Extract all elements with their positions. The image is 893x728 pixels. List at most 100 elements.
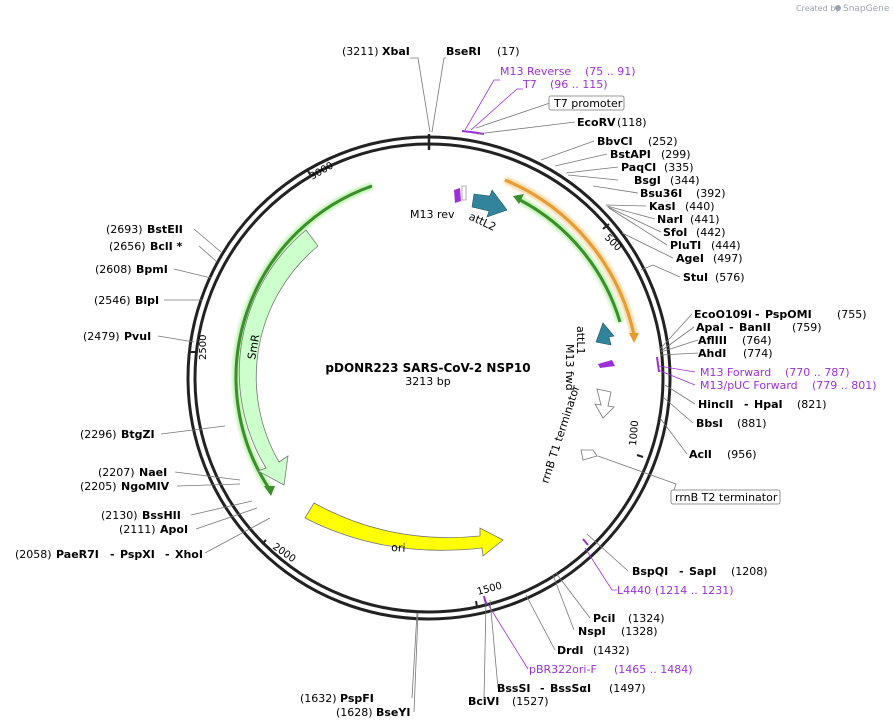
enzyme-ecoo109i[interactable]: EcoO109I xyxy=(694,308,752,321)
primer-t7[interactable]: T7 xyxy=(522,78,537,91)
orange-feature-arc xyxy=(504,178,636,336)
enzyme-bseyi[interactable]: BseYI xyxy=(376,706,410,719)
snapgene-logo-text: SnapGene xyxy=(843,4,890,14)
rrnbt2-arrow[interactable] xyxy=(580,449,598,461)
primer-pbr322[interactable]: pBR322ori-F xyxy=(529,663,597,676)
enzyme-agei-pos: (497) xyxy=(713,252,743,265)
attl2-arrow[interactable] xyxy=(471,189,508,218)
green-left-arrowhead xyxy=(264,486,275,496)
tick-500: 500 xyxy=(602,232,623,253)
enzyme-acli[interactable]: AclI xyxy=(689,448,712,461)
enzyme-bsssi-pos: (1497) xyxy=(609,682,646,695)
enzyme-blpi[interactable]: BlpI xyxy=(135,294,159,307)
enzyme-kasi[interactable]: KasI xyxy=(649,200,676,213)
enzyme-acli-pos: (956) xyxy=(727,448,757,461)
enzyme-pspfi[interactable]: PspFI xyxy=(340,692,374,705)
enzyme-nari[interactable]: NarI xyxy=(657,213,683,226)
enzyme-hincii-pos: (821) xyxy=(797,398,827,411)
enzyme-ecorv[interactable]: EcoRV xyxy=(577,116,616,129)
enzyme-bsssai[interactable]: BssSαI xyxy=(550,682,591,695)
rrnbt1-arrow[interactable] xyxy=(594,388,615,419)
primer-labels: M13 Reverse (75 .. 91) T7 (96 .. 115) M1… xyxy=(500,65,877,676)
primer-m13puc[interactable]: M13/pUC Forward xyxy=(700,379,798,392)
primer-m13rev[interactable]: M13 Reverse xyxy=(500,65,571,78)
green-right-arrowhead xyxy=(513,194,524,204)
enzyme-hincii[interactable]: HincII xyxy=(698,398,734,411)
enzyme-paer7i-pos: (2058) xyxy=(15,548,52,561)
enzyme-apoi[interactable]: ApoI xyxy=(160,523,188,536)
enzyme-drdi-pos: (1432) xyxy=(593,644,630,657)
enzyme-bstapi[interactable]: BstAPI xyxy=(610,148,651,161)
enzyme-ngomiv[interactable]: NgoMIV xyxy=(121,480,170,493)
enzyme-nspi-pos: (1328) xyxy=(621,625,658,638)
enzyme-pspomi[interactable]: PspOMI xyxy=(765,308,812,321)
primer-m13fwd[interactable]: M13 Forward xyxy=(700,366,771,379)
ori-arrow[interactable] xyxy=(304,502,504,557)
enzyme-aflii-pos: (764) xyxy=(742,334,772,347)
enzyme-bbsi-pos: (881) xyxy=(737,417,767,430)
enzyme-pvui-pos: (2479) xyxy=(83,330,120,343)
enzyme-agei[interactable]: AgeI xyxy=(676,252,704,265)
enzyme-xhoi[interactable]: XhoI xyxy=(175,548,203,561)
t7-promoter-label: T7 promoter xyxy=(553,97,623,110)
enzyme-sapi-sep: - xyxy=(679,565,684,578)
enzyme-bsteii[interactable]: BstEII xyxy=(147,223,183,236)
enzyme-bsgi[interactable]: BsgI xyxy=(634,174,661,187)
enzyme-nspi[interactable]: NspI xyxy=(578,625,606,638)
enzyme-bstapi-pos: (299) xyxy=(661,148,691,161)
enzyme-bcli[interactable]: BclI * xyxy=(150,240,183,253)
enzyme-paqci[interactable]: PaqCI xyxy=(621,161,656,174)
enzyme-drdi[interactable]: DrdI xyxy=(557,644,584,657)
boxed-feature-rrnbt2[interactable]: rrnB T2 terminator xyxy=(670,489,781,505)
enzyme-ahdi[interactable]: AhdI xyxy=(698,347,726,360)
enzyme-btgzi[interactable]: BtgZI xyxy=(121,428,155,441)
primer-m13puc-pos: (779 .. 801) xyxy=(812,379,877,392)
enzyme-hpai[interactable]: HpaI xyxy=(754,398,783,411)
enzyme-bbvci[interactable]: BbvCI xyxy=(597,135,633,148)
enzyme-pluti[interactable]: PluTI xyxy=(670,239,701,252)
enzyme-bsgi-pos: (344) xyxy=(670,174,700,187)
primer-t7-pos: (96 .. 115) xyxy=(550,78,608,91)
enzyme-bbsi[interactable]: BbsI xyxy=(696,417,723,430)
enzyme-bsssi[interactable]: BssSI xyxy=(497,682,531,695)
enzyme-sfoi[interactable]: SfoI xyxy=(663,226,687,239)
enzyme-pvui[interactable]: PvuI xyxy=(124,330,151,343)
enzyme-hpai-sep: - xyxy=(744,398,749,411)
enzyme-bsu36i[interactable]: Bsu36I xyxy=(640,187,682,200)
primer-m13rev-pos: (75 .. 91) xyxy=(585,65,636,78)
enzyme-xhoi-sep: - xyxy=(165,548,170,561)
enzyme-xbai[interactable]: XbaI xyxy=(382,45,410,58)
primer-l4440[interactable]: L4440 xyxy=(617,584,651,597)
primer-m13fwd-pos: (770 .. 787) xyxy=(785,366,850,379)
m13rev-feature[interactable] xyxy=(454,188,461,203)
enzyme-paer7i[interactable]: PaeR7I xyxy=(56,548,99,561)
enzyme-bsshii[interactable]: BssHII xyxy=(142,509,181,522)
enzyme-stui-pos: (576) xyxy=(715,271,745,284)
enzyme-nari-pos: (441) xyxy=(690,213,720,226)
rrnbt1-label: rrnB T1 terminator xyxy=(538,383,582,485)
smr-arrow[interactable] xyxy=(238,229,319,486)
enzyme-apai[interactable]: ApaI xyxy=(696,321,724,334)
enzyme-beseri[interactable]: BseRI xyxy=(446,45,481,58)
enzyme-ecorv-pos: (118) xyxy=(617,116,647,129)
m13fwd-label: M13 fwd xyxy=(563,344,576,391)
boxed-feature-t7prom[interactable]: T7 promoter xyxy=(548,95,625,111)
enzyme-bcivi[interactable]: BciVI xyxy=(468,695,499,708)
primer-pbr322-pos: (1465 .. 1484) xyxy=(614,663,693,676)
enzyme-bpmi[interactable]: BpmI xyxy=(136,263,168,276)
attl1-arrow[interactable] xyxy=(595,322,615,346)
m13fwd-feature[interactable] xyxy=(598,360,615,368)
enzyme-bspqi[interactable]: BspQI xyxy=(632,565,668,578)
primer-l4440-pos: (1214 .. 1231) xyxy=(655,584,734,597)
enzyme-sapi[interactable]: SapI xyxy=(689,565,716,578)
enzyme-kasi-pos: (440) xyxy=(685,200,715,213)
enzyme-aflii[interactable]: AflIII xyxy=(698,334,727,347)
enzyme-pspxi[interactable]: PspXI xyxy=(120,548,155,561)
enzyme-naei[interactable]: NaeI xyxy=(139,466,167,479)
enzyme-bbvci-pos: (252) xyxy=(648,135,678,148)
enzyme-pcii-pos: (1324) xyxy=(628,612,665,625)
enzyme-stui[interactable]: StuI xyxy=(683,271,708,284)
enzyme-pcii[interactable]: PciI xyxy=(593,612,615,625)
enzyme-banii[interactable]: BanII xyxy=(739,321,771,334)
